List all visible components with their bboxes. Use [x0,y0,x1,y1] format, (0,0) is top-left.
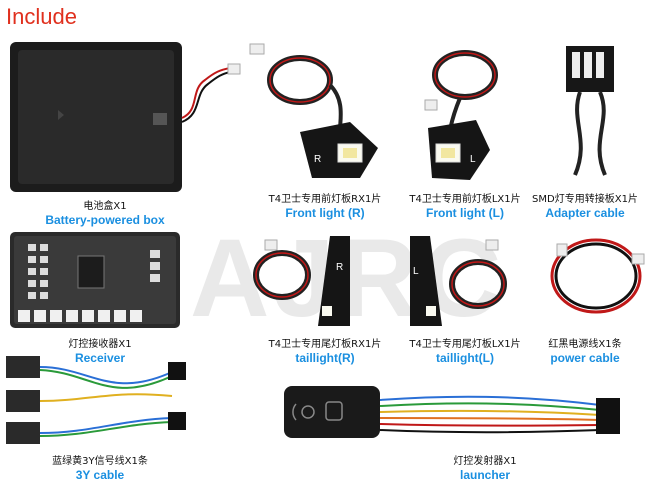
caption-cn: T4卫士专用前灯板RX1片 [268,194,382,205]
caption-cn: 电池盒X1 [83,201,127,212]
caption-en: power cable [550,351,620,365]
caption-en: Battery-powered box [45,213,165,227]
caption-cn: T4卫士专用尾灯板LX1片 [409,339,521,350]
receiver-caption: 灯控接收器X1 Receiver [15,338,185,366]
caption-cn: 灯控发射器X1 [453,456,517,467]
launcher-caption: 灯控发射器X1 launcher [400,455,570,483]
board-mark-front-r: R [314,154,321,165]
battery-box-caption: 电池盒X1 Battery-powered box [20,200,190,228]
caption-cn: T4卫士专用前灯板LX1片 [409,194,521,205]
board-mark-front-l: L [470,154,476,165]
caption-cn: T4卫士专用尾灯板RX1片 [268,339,382,350]
caption-en: 3Y cable [75,468,125,482]
caption-en: taillight(L) [436,351,494,365]
adapter-cable-caption: SMD灯专用转接板X1片 Adapter cable [510,193,657,221]
caption-en: Front light (R) [285,206,365,220]
caption-en: Receiver [74,351,126,365]
taillight-r-caption: T4卫士专用尾灯板RX1片 taillight(R) [240,338,410,366]
front-light-r-caption: T4卫士专用前灯板RX1片 Front light (R) [240,193,410,221]
board-mark-tail-l: L [413,266,419,277]
caption-cn: 红黑电源线X1条 [548,339,622,350]
caption-cn: 蓝绿黄3Y信号线X1条 [52,456,148,467]
caption-en: taillight(R) [295,351,355,365]
caption-en: launcher [459,468,510,482]
taillight-l-caption: T4卫士专用尾灯板LX1片 taillight(L) [380,338,550,366]
caption-cn: SMD灯专用转接板X1片 [532,194,638,205]
caption-en: Front light (L) [426,206,504,220]
board-mark-tail-r: R [336,262,343,273]
page-title: Include [6,4,77,29]
power-cable-caption: 红黑电源线X1条 power cable [510,338,657,366]
caption-cn: 灯控接收器X1 [68,339,132,350]
front-light-l-caption: T4卫士专用前灯板LX1片 Front light (L) [380,193,550,221]
caption-en: Adapter cable [545,206,625,220]
3y-cable-caption: 蓝绿黄3Y信号线X1条 3Y cable [15,455,185,483]
